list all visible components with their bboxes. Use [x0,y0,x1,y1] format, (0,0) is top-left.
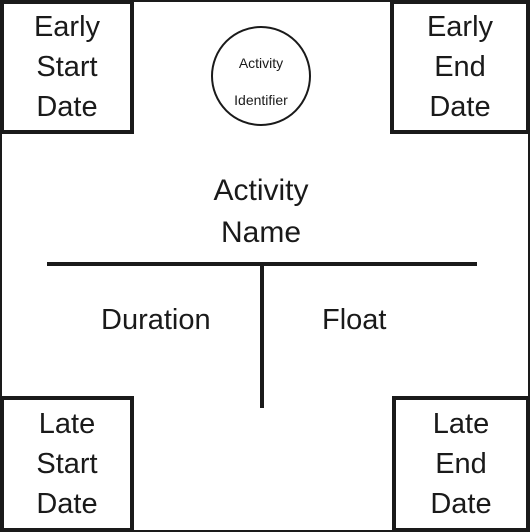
early-end-line-2: End [434,51,486,83]
late-end-line-2: End [435,448,487,480]
late-start-date-box: Late Start Date [0,396,134,532]
activity-name-line-1: Activity [213,174,309,207]
activity-name-line-2: Name [220,216,302,249]
activity-identifier-line-2: Identifier [234,92,288,108]
late-end-date-box: Late End Date [392,396,530,532]
late-end-line-1: Late [432,408,490,440]
early-start-line-1: Early [33,11,101,43]
early-start-line-3: Date [36,91,98,123]
late-end-line-3: Date [430,488,492,520]
early-start-date-box: Early Start Date [0,0,134,134]
vertical-divider [260,264,264,408]
early-start-line-2: Start [36,51,98,83]
duration-label: Duration [101,304,211,336]
activity-identifier-line-1: Activity [238,55,284,71]
float-label: Float [322,304,387,336]
activity-identifier-circle: Activity Identifier [211,26,311,126]
late-start-line-3: Date [36,488,98,520]
early-end-line-3: Date [429,91,491,123]
activity-name: Activity Name [160,170,362,254]
early-end-line-1: Early [426,11,494,43]
late-start-line-2: Start [36,448,98,480]
late-start-line-1: Late [38,408,96,440]
early-end-date-box: Early End Date [390,0,530,134]
